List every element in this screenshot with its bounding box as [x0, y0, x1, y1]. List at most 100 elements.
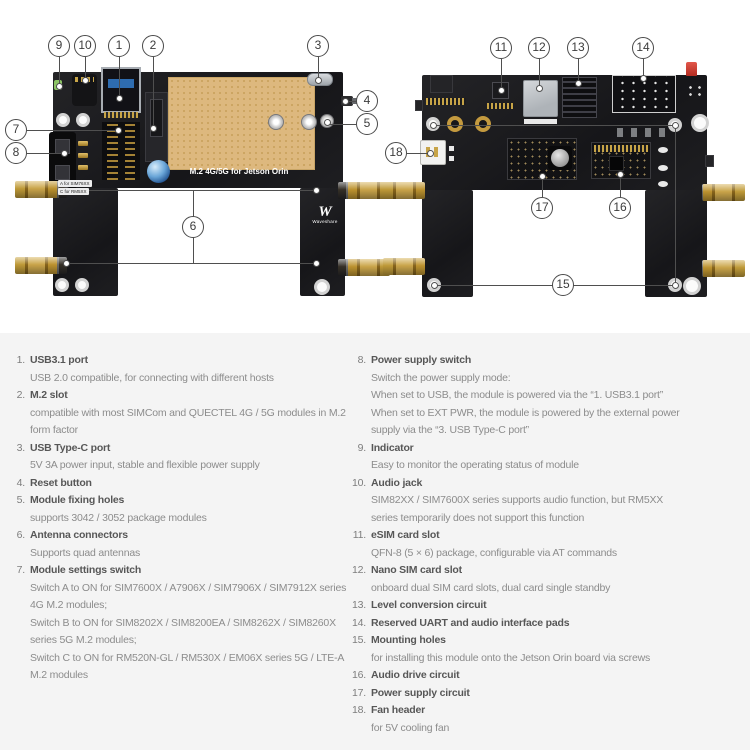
- leader-dot: [431, 282, 438, 289]
- legend-item: 14.Reserved UART and audio interface pad…: [350, 615, 742, 633]
- legend-item-title: Indicator: [371, 441, 414, 454]
- legend-item-description-line: for installing this module onto the Jets…: [371, 651, 651, 664]
- legend-item-description-line: QFN-8 (5 × 6) package, configurable via …: [371, 546, 617, 559]
- leader-dot: [150, 125, 157, 132]
- leader-line: [345, 101, 356, 102]
- leader-line: [501, 59, 502, 90]
- leader-line: [66, 263, 316, 264]
- callout-15: 15: [552, 274, 574, 296]
- legend-item-description-line: 5V 3A power input, stable and flexible p…: [30, 459, 260, 471]
- mounting-hole: [55, 278, 69, 292]
- usb3-tongue: [108, 79, 134, 88]
- antenna-connector: [15, 257, 67, 274]
- front-board-right-leg: [300, 188, 345, 296]
- leader-dot: [427, 150, 434, 157]
- callout-18: 18: [385, 142, 407, 164]
- leader-dot: [617, 171, 624, 178]
- leader-dot: [313, 187, 320, 194]
- antenna-connector: [702, 260, 745, 277]
- small-components-row: [617, 128, 669, 137]
- callout-17: 17: [531, 197, 553, 219]
- audio-chip: [609, 156, 624, 171]
- red-component: [686, 62, 697, 76]
- leader-line: [59, 57, 60, 86]
- legend-item-number: 5.: [16, 494, 26, 506]
- legend-item-number: 4.: [16, 476, 26, 489]
- capacitor: [147, 160, 170, 183]
- inductor: [548, 146, 572, 170]
- legend-item-description-line: Switch B to ON for SIM8202X / SIM8200EA …: [30, 616, 336, 629]
- leader-line: [85, 57, 86, 80]
- legend-item-title: Reset button: [30, 476, 92, 489]
- legend-item-number: 1.: [16, 354, 26, 366]
- callout-11: 11: [490, 37, 512, 59]
- legend-item-number: 3.: [16, 441, 26, 454]
- solder-pads: [487, 103, 514, 109]
- legend-item-description-line: compatible with most SIMCom and QUECTEL …: [30, 406, 346, 419]
- leader-line: [539, 59, 540, 88]
- leader-dot: [82, 77, 89, 84]
- antenna-connector: [383, 258, 425, 275]
- callout-7: 7: [5, 119, 27, 141]
- legend-item-title: Audio jack: [371, 476, 423, 489]
- legend-item-title: Antenna connectors: [30, 529, 128, 541]
- legend-item-title: Audio drive circuit: [371, 669, 460, 681]
- legend-item-title: Nano SIM card slot: [371, 564, 462, 576]
- legend-item-title: Module fixing holes: [30, 494, 125, 506]
- antenna-connector: [15, 181, 67, 198]
- legend-item-title: Level conversion circuit: [371, 599, 487, 611]
- legend-item-number: 11.: [352, 529, 366, 541]
- legend-item-description-line: onboard dual SIM card slots, dual card s…: [371, 581, 611, 594]
- legend-item-title: Module settings switch: [30, 564, 142, 576]
- legend-item-title: USB Type-C port: [30, 441, 111, 454]
- legend-item: 17.Power supply circuit: [350, 685, 742, 703]
- legend-item-number: 16.: [352, 669, 366, 681]
- mounting-hole: [75, 278, 89, 292]
- leader-line: [119, 57, 120, 98]
- legend-item-description-line: When set to EXT PWR, the module is power…: [371, 406, 680, 419]
- legend-item-title: USB3.1 port: [30, 354, 88, 366]
- leader-dot: [315, 77, 322, 84]
- legend-item-description-line: series 5G M.2 modules;: [30, 634, 137, 646]
- callout-16: 16: [609, 197, 631, 219]
- leader-line: [407, 153, 428, 154]
- usb3-pins: [104, 112, 138, 118]
- leader-dot: [575, 80, 582, 87]
- callout-14: 14: [632, 37, 654, 59]
- switch-back: [415, 100, 423, 111]
- legend-item-description-line: supply via the “3. USB Type-C port”: [371, 424, 529, 436]
- legend-item-title: M.2 slot: [30, 389, 68, 401]
- legend-item-description-line: Switch C to ON for RM520N-GL / RM530X / …: [30, 651, 345, 664]
- callout-3: 3: [307, 35, 329, 57]
- leader-dot: [115, 127, 122, 134]
- legend-item: 13.Level conversion circuit: [350, 597, 742, 615]
- standoff-ring: [447, 116, 463, 132]
- legend-item-description-line: Supports quad antennas: [30, 546, 141, 559]
- leader-dot: [672, 122, 679, 129]
- leader-dot: [672, 282, 679, 289]
- m2-module-area: [168, 77, 315, 170]
- legend-item-description-line: form factor: [30, 424, 78, 436]
- pad-oval: [658, 181, 668, 187]
- leader-line: [27, 130, 118, 131]
- board-title: M.2 4G/5G for Jetson Orin: [189, 167, 289, 176]
- callout-5: 5: [356, 113, 378, 135]
- solder-pads: [594, 145, 648, 152]
- board-figure: M.2 4G/5G for Jetson Orin A for SIM76XX: [0, 0, 750, 333]
- legend-item-number: 14.: [352, 616, 366, 629]
- legend-item-title: Power supply switch: [371, 354, 472, 366]
- test-points: [686, 84, 706, 99]
- antenna-label: C for RM5XX: [58, 188, 89, 195]
- module-fixing-hole: [301, 114, 317, 130]
- legend-item: 4. Reset button: [10, 475, 350, 493]
- legend-item-number: 9.: [357, 441, 367, 454]
- leader-line: [542, 176, 543, 197]
